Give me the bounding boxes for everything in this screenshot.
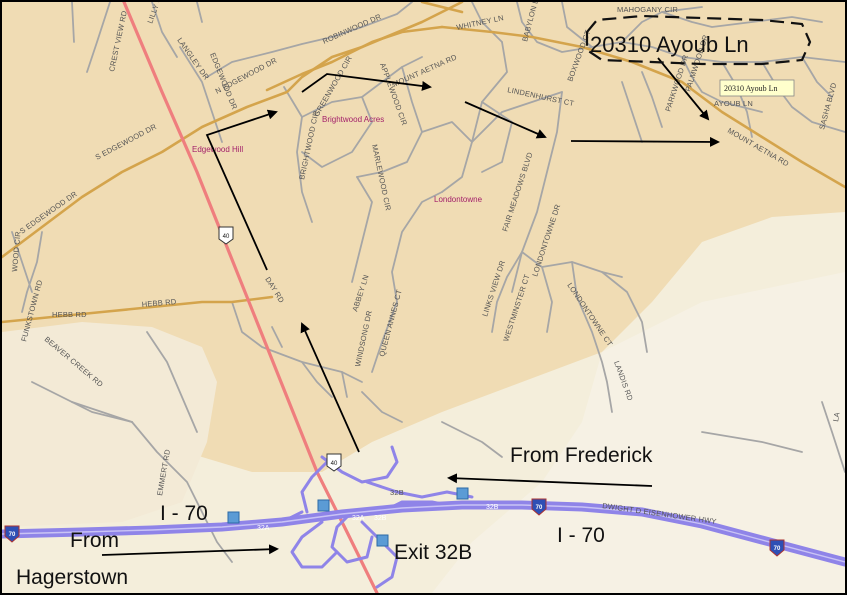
exit-label: 32A bbox=[352, 515, 365, 522]
undeveloped-area-left bbox=[2, 322, 217, 527]
route-arrow bbox=[447, 473, 653, 487]
street-label-la: LA bbox=[831, 411, 842, 422]
route-arrow bbox=[464, 101, 547, 139]
street-label-ayoub-ln: AYOUB LN bbox=[714, 99, 753, 108]
place-label-londontowne: Londontowne bbox=[434, 195, 483, 204]
destination-highlight bbox=[585, 14, 812, 66]
exit-label: 32B bbox=[486, 504, 499, 511]
local-streets bbox=[11, 2, 845, 563]
svg-text:20310 Ayoub Ln: 20310 Ayoub Ln bbox=[724, 84, 778, 93]
arterial-roads bbox=[2, 2, 845, 324]
route-arrow bbox=[300, 322, 360, 453]
exit-marker bbox=[227, 511, 240, 524]
label-i70-right: I - 70 bbox=[557, 524, 605, 547]
us-40-shield: 40 bbox=[218, 226, 234, 245]
label-hagerstown: Hagerstown bbox=[16, 566, 128, 589]
street-label-wood-cir: WOOD CIR bbox=[10, 230, 23, 272]
route-arrow bbox=[101, 544, 279, 556]
interstate-shield: 70 bbox=[531, 498, 547, 516]
svg-text:70: 70 bbox=[536, 505, 543, 511]
svg-text:40: 40 bbox=[331, 461, 338, 467]
us-40-shield: 40 bbox=[326, 453, 342, 472]
exit-label: 32A bbox=[257, 525, 270, 532]
label-exit-32b: Exit 32B bbox=[394, 541, 472, 564]
interstate-shield: 70 bbox=[769, 539, 785, 557]
interstate-shield: 70 bbox=[4, 525, 20, 543]
label-from: From bbox=[70, 529, 119, 552]
svg-text:40: 40 bbox=[223, 234, 230, 240]
exit-marker bbox=[456, 487, 469, 500]
street-label-mahogany-cir: MAHOGANY CIR bbox=[617, 5, 678, 14]
exit-label: 32B bbox=[390, 488, 404, 497]
street-label-hebb-rd: HEBB RD bbox=[141, 297, 177, 309]
exit-label: 32B bbox=[374, 515, 387, 522]
destination-callout: 20310 Ayoub Ln bbox=[719, 79, 795, 97]
undeveloped-area-right bbox=[432, 272, 845, 593]
svg-text:70: 70 bbox=[774, 546, 781, 552]
route-arrow bbox=[657, 57, 710, 121]
interstate-70-centerline bbox=[2, 504, 845, 563]
place-label-brightwood-acres: Brightwood Acres bbox=[322, 115, 384, 124]
label-i70-left: I - 70 bbox=[160, 502, 208, 525]
route-arrow bbox=[205, 109, 278, 271]
destination-address: 20310 Ayoub Ln bbox=[590, 32, 749, 57]
exit-marker bbox=[317, 499, 330, 512]
route-arrows bbox=[101, 57, 720, 556]
route-arrow bbox=[301, 73, 432, 93]
exit-marker bbox=[376, 534, 389, 547]
route-arrow bbox=[570, 136, 720, 147]
street-label-hebb-rd: HEBB RD bbox=[52, 310, 87, 319]
place-label-edgewood-hill: Edgewood Hill bbox=[192, 145, 243, 154]
label-from-frederick: From Frederick bbox=[510, 444, 653, 467]
svg-text:70: 70 bbox=[9, 532, 16, 538]
